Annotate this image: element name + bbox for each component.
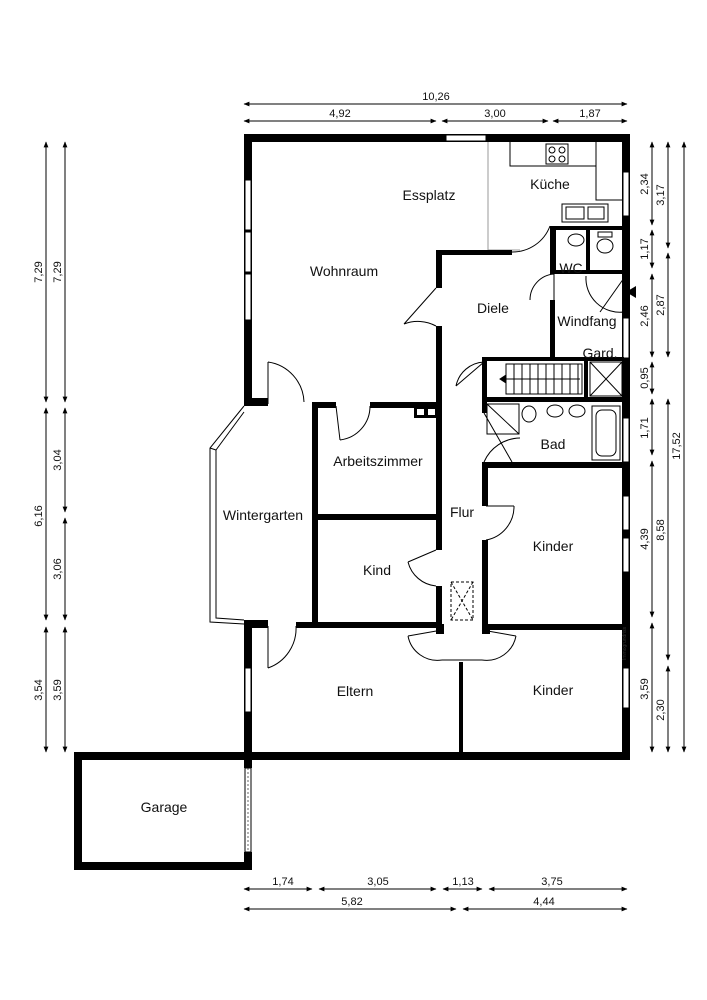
room-label-kinder-1: Kinder	[533, 538, 574, 554]
dimension-lines	[43, 101, 687, 912]
watermark-text: Immogrundriss	[622, 626, 628, 660]
room-label-windfang: Windfang	[557, 313, 616, 329]
dim-left-inner-2: 3,04	[52, 449, 64, 470]
dim-right-a6: 4,39	[639, 528, 651, 549]
outer-walls	[74, 134, 630, 870]
dim-left-inner-1: 7,29	[52, 261, 64, 282]
dim-bottom-total-1: 5,82	[341, 896, 362, 908]
dim-left-inner-3: 3,06	[52, 558, 64, 579]
entrance-arrow	[626, 286, 636, 298]
room-label-garage: Garage	[141, 799, 188, 815]
room-label-wintergarten: Wintergarten	[223, 507, 303, 523]
room-label-gard: Gard.	[582, 345, 617, 361]
dim-right-a2: 1,17	[639, 238, 651, 259]
dim-top-3: 1,87	[579, 108, 600, 120]
dim-bottom-total-2: 4,44	[533, 896, 554, 908]
staircase	[499, 363, 583, 395]
dim-left-outer-1: 7,29	[33, 261, 45, 282]
room-label-wc: WC	[559, 260, 582, 276]
dim-bottom-1: 1,74	[272, 876, 293, 888]
chimney	[414, 406, 438, 418]
dim-bottom-4: 3,75	[541, 876, 562, 888]
room-labels: Essplatz Küche Wohnraum WC Diele Windfan…	[141, 176, 618, 815]
dim-left-outer-3: 3,54	[33, 679, 45, 700]
dim-top-2: 3,00	[484, 108, 505, 120]
room-label-bad: Bad	[541, 436, 566, 452]
wintergarten-bay	[209, 405, 245, 625]
shaft-box	[450, 581, 474, 621]
dimension-labels: 10,26 4,92 3,00 1,87 1,74 3,05 1,13 3,75…	[33, 91, 683, 908]
dim-bottom-3: 1,13	[452, 876, 473, 888]
dim-left-inner-4: 3,59	[52, 679, 64, 700]
room-label-essplatz: Essplatz	[403, 187, 456, 203]
room-label-kinder-2: Kinder	[533, 682, 574, 698]
kitchen-counter	[509, 142, 622, 223]
dim-right-a4: 0,95	[639, 367, 651, 388]
dim-right-a1: 2,34	[639, 173, 651, 194]
dim-right-a5: 1,71	[639, 417, 651, 438]
room-label-kueche: Küche	[530, 176, 570, 192]
wardrobe-box	[589, 361, 623, 397]
interior-walls	[250, 142, 626, 752]
dim-right-a3: 2,46	[639, 305, 651, 326]
dim-right-total: 17,52	[671, 432, 683, 460]
doors	[267, 225, 625, 669]
dim-bottom-2: 3,05	[367, 876, 388, 888]
room-label-wohnraum: Wohnraum	[310, 263, 378, 279]
dim-left-outer-2: 6,16	[33, 505, 45, 526]
wc-fixtures	[567, 231, 614, 254]
room-label-eltern: Eltern	[337, 683, 374, 699]
room-label-diele: Diele	[477, 300, 509, 316]
room-label-flur: Flur	[450, 504, 474, 520]
dim-top-total: 10,26	[422, 91, 450, 103]
dim-right-b1: 3,17	[655, 184, 667, 205]
dim-right-b4: 2,30	[655, 699, 667, 720]
dim-right-b2: 2,87	[655, 294, 667, 315]
bathroom-fixtures	[486, 403, 621, 461]
dim-top-1: 4,92	[329, 108, 350, 120]
dim-right-b3: 8,58	[655, 519, 667, 540]
room-label-arbeitszimmer: Arbeitszimmer	[333, 453, 423, 469]
dim-right-a7: 3,59	[639, 678, 651, 699]
windows	[244, 134, 630, 853]
room-label-kind: Kind	[363, 562, 391, 578]
